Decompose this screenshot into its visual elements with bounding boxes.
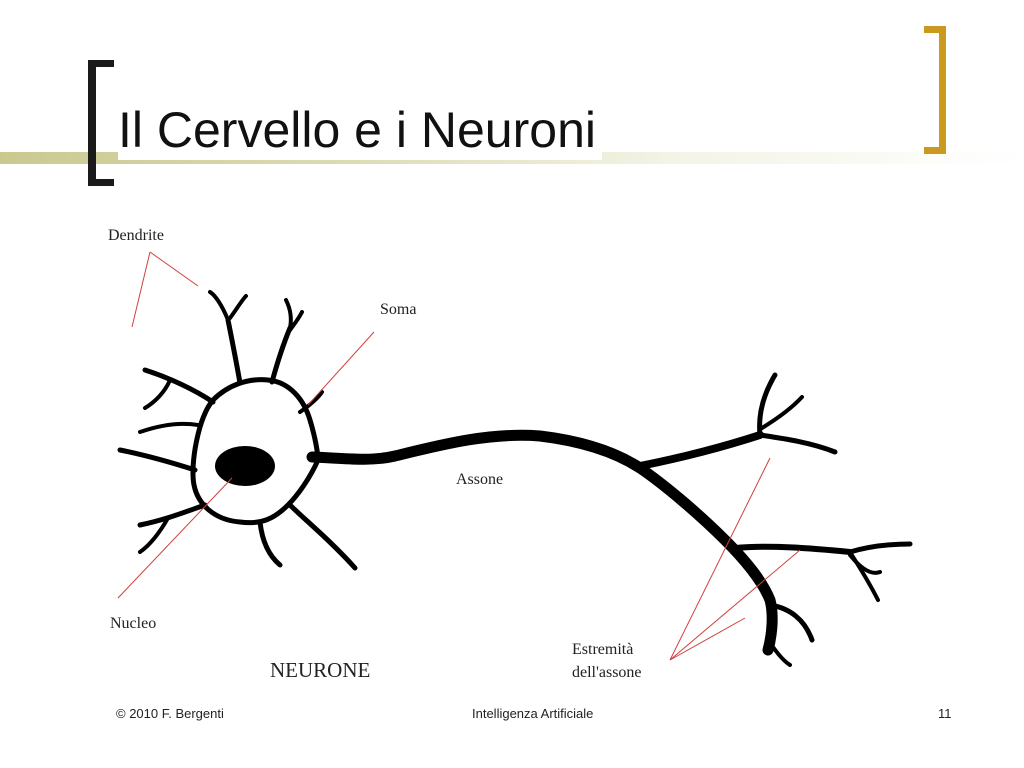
page-title: Il Cervello e i Neuroni (118, 100, 602, 160)
label-dendrite: Dendrite (108, 227, 164, 244)
leader-line-estremita-1 (669, 457, 771, 661)
terminal-branch (757, 432, 838, 455)
neuron-drawing (117, 290, 913, 667)
terminal-branch (767, 602, 815, 643)
dendrite-branch (138, 516, 170, 554)
dendrite-branch (225, 317, 243, 386)
terminal-branch (732, 543, 853, 555)
dendrite-branch (228, 294, 248, 320)
dendrite-branch (287, 502, 358, 571)
diagram-caption: NEURONE (270, 658, 370, 682)
dendrite-branch (142, 367, 216, 405)
terminal-branch (847, 541, 913, 555)
dendrite-branch (269, 325, 293, 385)
axon-upper-branch (636, 431, 764, 470)
footer-course: Intelligenza Artificiale (472, 706, 594, 721)
dendrite-branch (298, 390, 324, 414)
leader-line-nucleo (117, 477, 233, 599)
footer-page-number: 11 (938, 706, 952, 721)
label-assone: Assone (456, 471, 503, 488)
label-nucleo: Nucleo (110, 615, 156, 632)
leader-line-soma (307, 331, 375, 406)
terminal-branch (757, 372, 778, 438)
label-estremita-line1: Estremità (572, 641, 633, 658)
leader-line-dendrite-1 (131, 251, 151, 328)
terminal-branch (760, 395, 804, 430)
leader-line-dendrite-2 (149, 251, 199, 287)
dendrite-branch (137, 502, 208, 528)
dendrite-branch (284, 298, 293, 330)
dendrite-branch (117, 447, 198, 473)
dendrite-branch (138, 421, 200, 434)
dendrite-branch (143, 378, 172, 410)
leader-line-estremita-3 (669, 617, 746, 661)
left-bracket-decoration (88, 60, 114, 186)
terminal-branch (848, 553, 882, 575)
dendrite-branch (257, 519, 283, 568)
right-bracket-decoration (924, 26, 946, 154)
nucleus (215, 446, 275, 486)
leader-lines (117, 251, 801, 661)
dendrite-branch (208, 290, 230, 322)
footer-copyright: © 2010 F. Bergenti (116, 706, 224, 721)
axon-lower (634, 462, 778, 656)
terminal-branch (766, 638, 792, 667)
dendrite-branch (288, 310, 304, 332)
label-soma: Soma (380, 301, 416, 318)
axon (306, 429, 646, 474)
label-estremita-line2: dell'assone (572, 664, 642, 681)
leader-line-estremita-2 (669, 549, 801, 661)
